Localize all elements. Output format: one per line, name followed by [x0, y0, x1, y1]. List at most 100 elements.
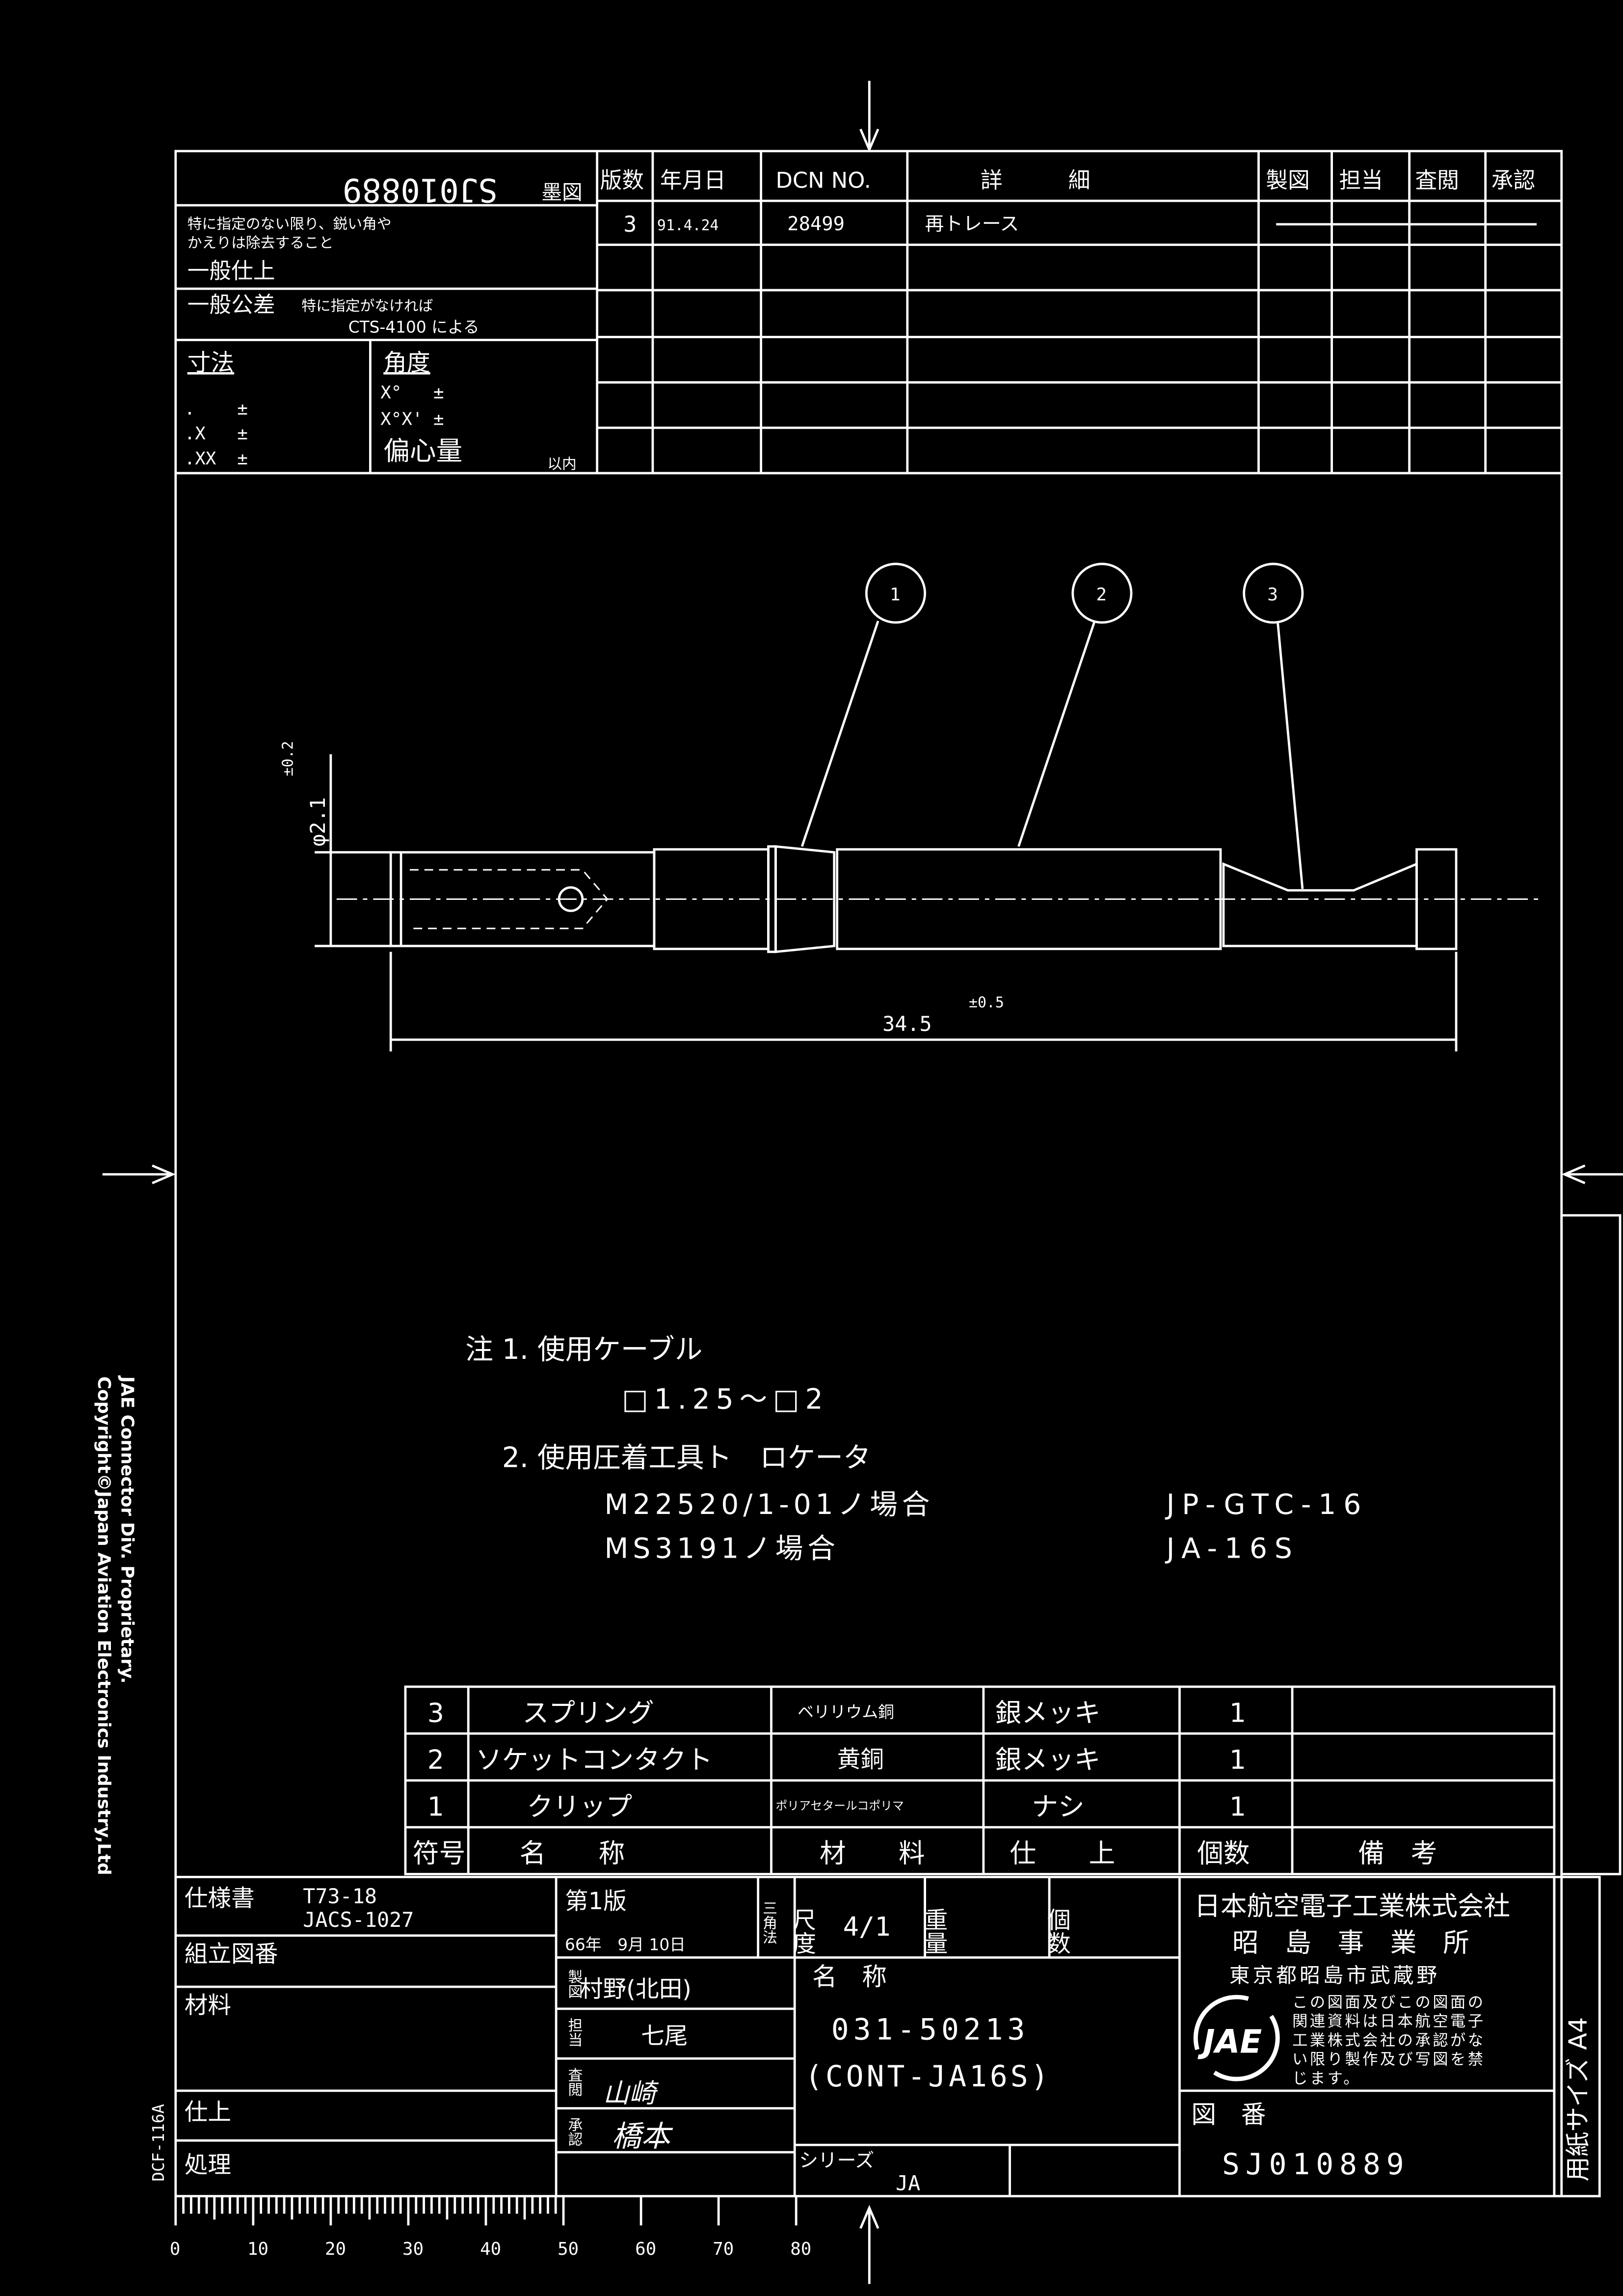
svg-text:ポリアセタールコポリマ: ポリアセタールコポリマ	[775, 1799, 904, 1812]
balloon-1-label: 1	[890, 585, 901, 605]
edition-date: 66年 9月 10日	[565, 1936, 686, 1954]
proprietary-notice: JAE Connector Div. Proprietary.	[117, 1375, 137, 1684]
approve-header: 承認	[1491, 167, 1535, 193]
general-tolerance: 一般公差	[187, 292, 275, 318]
angle-row: X° ±	[380, 383, 444, 403]
charge-name: 七尾	[641, 2023, 688, 2050]
spec-value-1: T73-18	[303, 1884, 377, 1908]
header-qty: 個数	[1197, 1838, 1250, 1869]
rev-detail: 再トレース	[925, 213, 1019, 235]
balloon-3	[1243, 563, 1304, 624]
note-1-cable: □1.25～□2	[622, 1383, 828, 1415]
side-tab	[1560, 1214, 1622, 1875]
svg-text:銀メッキ: 銀メッキ	[995, 1744, 1101, 1775]
eccentricity-label: 偏心量	[383, 435, 462, 466]
rev-value: 3	[623, 211, 637, 237]
svg-text:1: 1	[427, 1791, 444, 1822]
company-name: 日本航空電子工業株式会社	[1194, 1891, 1510, 1921]
tolerance-standard: CTS-4100 による	[348, 318, 479, 337]
drafter-header: 製図	[1266, 167, 1309, 193]
angle-row: X°X' ±	[380, 409, 444, 429]
svg-text:銀メッキ: 銀メッキ	[995, 1697, 1101, 1728]
treatment-label: 処理	[185, 2152, 231, 2179]
parts-row: 3 スプリング ベリリウム銅 銀メッキ 1	[427, 1697, 1246, 1728]
ruler-label: 20	[325, 2239, 346, 2259]
balloon-2	[1071, 563, 1133, 624]
part-drawing: 1 2 3 φ2.1 ±0.2 34.5 ±0.5	[279, 563, 1544, 1052]
jae-logo: JAE	[1193, 1995, 1280, 2081]
edition: 第1版	[565, 1888, 627, 1915]
svg-text:クリップ: クリップ	[527, 1791, 633, 1822]
svg-text:ナシ: ナシ	[1032, 1791, 1084, 1822]
detail-header: 詳 細	[981, 167, 1091, 193]
diameter-dimension: φ2.1	[306, 797, 330, 847]
note-2: 2. 使用圧着工具ト ロケータ	[502, 1442, 871, 1474]
svg-text:ソケットコンタクト: ソケットコンタクト	[476, 1744, 713, 1775]
header-finish: 仕 上	[1010, 1838, 1116, 1869]
address: 東京都昭島市武蔵野	[1229, 1963, 1440, 1987]
note-2-case-1: M22520/1-01ノ場合	[605, 1488, 934, 1521]
note-2-tool-1: JP-GTC-16	[1165, 1488, 1369, 1521]
drawing-number-label: 図 番	[1191, 2100, 1266, 2129]
note-2-tool-2: JA-16S	[1165, 1532, 1300, 1565]
dimension-label: 寸法	[187, 350, 234, 377]
ruler-label: 50	[558, 2239, 579, 2259]
part-number: 031-50213	[831, 2013, 1030, 2047]
rev-date: 91.4.24	[657, 217, 719, 234]
header-material: 材 料	[820, 1838, 925, 1869]
review-header: 査閲	[1415, 167, 1459, 193]
svg-text:黄銅: 黄銅	[837, 1746, 884, 1773]
mirrored-drawing-number: SJ010889	[343, 171, 498, 208]
date-header: 年月日	[660, 167, 726, 193]
name-label: 名 称	[812, 1962, 887, 1991]
drawing-number: SJ010889	[1222, 2148, 1410, 2182]
confidential-line: この図面及びこの図面の	[1292, 1994, 1485, 2011]
review-label: 査閲	[565, 2067, 582, 2097]
series-value: JA	[896, 2171, 920, 2195]
header-remarks: 備 考	[1358, 1838, 1437, 1869]
weight-label: 重量	[920, 1908, 947, 1954]
svg-text:3: 3	[427, 1697, 444, 1728]
svg-text:1: 1	[1229, 1697, 1246, 1728]
logo-text: JAE	[1197, 2023, 1262, 2060]
general-finish: 一般仕上	[187, 258, 275, 284]
count-label: 個数	[1043, 1908, 1070, 1954]
ruler-label: 10	[247, 2239, 268, 2259]
projection-method: 三角法	[760, 1900, 777, 1945]
charge-header: 担当	[1339, 167, 1383, 193]
scale-label: 尺度	[789, 1908, 816, 1954]
drawing-frame	[174, 150, 1563, 2197]
dcn-header: DCN NO.	[775, 167, 871, 193]
ruler-label: 30	[402, 2239, 424, 2259]
diameter-tolerance: ±0.2	[279, 741, 296, 776]
approve-label: 承認	[565, 2117, 582, 2147]
note-edges-2: かえりは除去すること	[187, 235, 334, 252]
material-label: 材料	[185, 1992, 231, 2019]
confidential-line: じます。	[1292, 2070, 1361, 2087]
centering-marks	[102, 81, 1623, 2284]
balloon-2-label: 2	[1096, 585, 1107, 605]
review-signature: 山崎	[603, 2078, 660, 2109]
copyright-notice: Copyright©Japan Aviation Electronics Ind…	[94, 1377, 114, 1875]
header-no: 符号	[413, 1838, 465, 1869]
svg-text:1: 1	[1229, 1791, 1246, 1822]
part-name: (CONT-JA16S)	[805, 2060, 1051, 2094]
form-number: DCF-116A	[149, 2104, 168, 2182]
note-1: 注 1. 使用ケーブル	[465, 1333, 702, 1366]
charge-label: 担当	[565, 2018, 582, 2047]
rev-header: 版数	[600, 167, 644, 193]
confidential-line: い限り製作及び写図を禁	[1292, 2051, 1485, 2068]
svg-text:2: 2	[427, 1744, 444, 1775]
spec-label: 仕様書	[185, 1885, 255, 1912]
svg-text:1: 1	[1229, 1744, 1246, 1775]
note-edges-1: 特に指定のない限り、鋭い角や	[187, 216, 392, 233]
parts-row: 2 ソケットコンタクト 黄銅 銀メッキ 1	[427, 1744, 1246, 1775]
spec-value-2: JACS-1027	[303, 1908, 414, 1932]
header-block: SJ010889 墨図 特に指定のない限り、鋭い角や かえりは除去すること 一般…	[175, 151, 1562, 475]
finish-label: 仕上	[185, 2099, 231, 2126]
dim-row: . ±	[185, 399, 248, 419]
dim-row: .X ±	[185, 424, 248, 444]
ruler-label: 40	[480, 2239, 501, 2259]
